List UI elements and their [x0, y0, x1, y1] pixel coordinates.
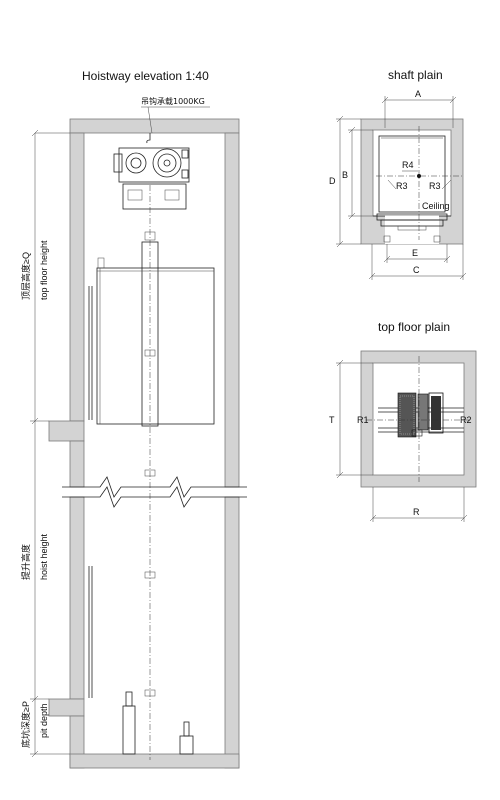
r3-right-label: R3: [429, 181, 441, 191]
dim-b-label: B: [342, 170, 348, 180]
pit-floor: [69, 753, 240, 769]
shaft-plan: shaft plain R4 R3 R3 Ceiling A: [329, 68, 467, 280]
car-buffer: [122, 691, 136, 755]
pit-depth-en: pit depth: [39, 703, 49, 738]
shaft-ceiling-slab: [69, 118, 240, 134]
r2-label: R2: [460, 415, 472, 425]
hook-icon: [146, 133, 151, 144]
top-floor-height-en: top floor height: [39, 240, 49, 300]
shaft-plan-title: shaft plain: [388, 68, 443, 82]
hoist-height-cn: 提升高度: [20, 544, 31, 580]
left-wall-lower: [69, 496, 85, 700]
r1-label: R1: [357, 415, 369, 425]
break-line-bottom: [62, 486, 247, 508]
dim-e-label: E: [412, 248, 418, 258]
hook-load-label: 吊钩承载1000KG: [141, 96, 205, 106]
hook-point: [417, 174, 421, 178]
dim-c-label: C: [413, 265, 420, 275]
hoistway-elevation: Hoistway elevation 1:40 吊钩承载1000KG: [20, 69, 247, 769]
dim-a-label: A: [415, 89, 421, 99]
pit-depth-cn: 底坑深度≥P: [20, 701, 31, 748]
machine-plan-view: [397, 392, 444, 438]
top-floor-plan-title: top floor plain: [378, 320, 450, 334]
dim-r-label: R: [413, 507, 420, 517]
break-line-top: [62, 476, 247, 498]
right-wall-upper: [224, 132, 240, 488]
left-wall-mid: [69, 440, 85, 488]
traction-machine: [113, 147, 190, 210]
r3-left-label: R3: [396, 181, 408, 191]
top-floor-height-cn: 顶层高度≥Q: [20, 252, 31, 300]
top-floor-plan: top floor plain R1 R2 T: [329, 320, 477, 522]
r4-label: R4: [402, 160, 414, 170]
dim-t-label: T: [329, 415, 335, 425]
dim-d-label: D: [329, 176, 336, 186]
shaft-car: [378, 135, 446, 213]
counterweight-frame: [141, 241, 159, 427]
elevation-title: Hoistway elevation 1:40: [82, 69, 209, 83]
hoist-height-en: hoist height: [39, 533, 49, 580]
counterweight-buffer: [179, 721, 194, 755]
car-frame: [96, 267, 215, 425]
top-floor-slab: [48, 420, 85, 442]
right-wall-lower: [224, 496, 240, 769]
left-wall-upper: [69, 132, 85, 422]
bottom-floor-slab: [48, 698, 85, 717]
ceiling-label: Ceiling: [422, 201, 450, 211]
